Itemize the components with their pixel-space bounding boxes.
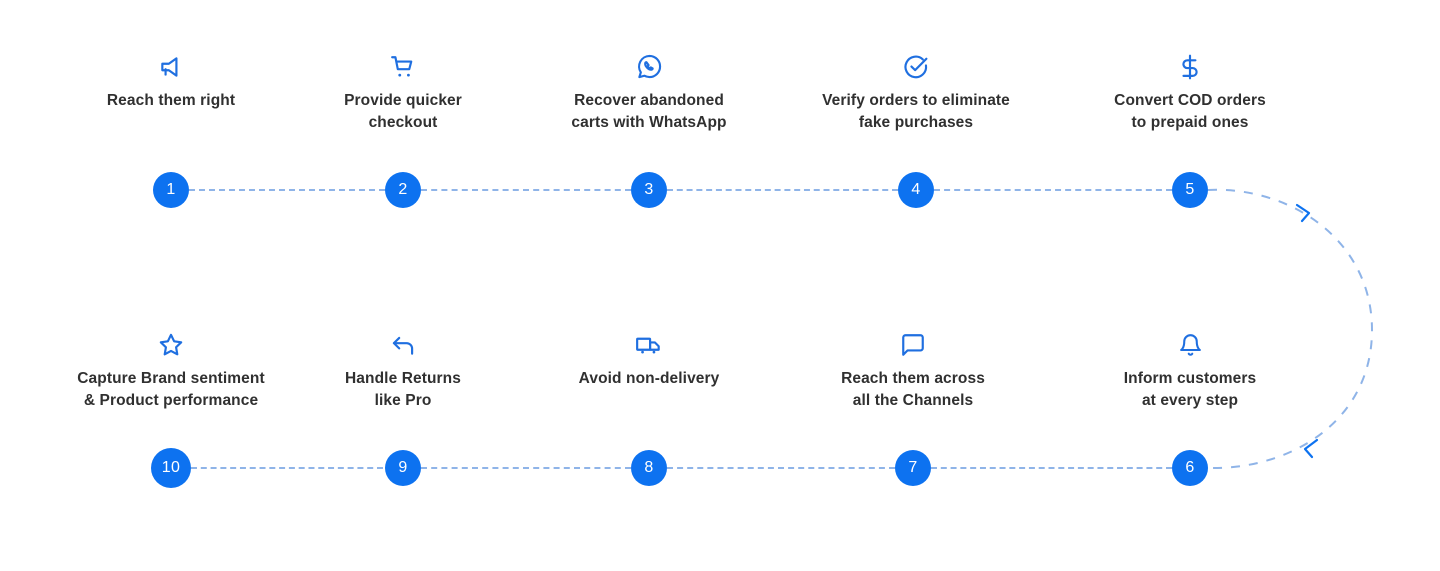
bottom-row: Capture Brand sentiment & Product perfor… [0,328,1440,488]
step-8-label: Avoid non-delivery [578,370,720,387]
step-node-3[interactable]: 3 [631,172,667,208]
connector-8-7 [667,467,895,469]
shopping-cart-icon [253,50,553,84]
whatsapp-icon [499,50,799,84]
connector-1-2 [189,189,385,191]
step-4[interactable]: Verify orders to eliminate fake purchase… [766,50,1066,133]
dollar-sign-icon [1040,50,1340,84]
megaphone-icon [21,50,321,84]
connector-9-8 [421,467,631,469]
step-2-label: Provide quicker checkout [344,92,462,131]
step-1-label: Reach them right [106,92,236,109]
step-node-5[interactable]: 5 [1172,172,1208,208]
step-10[interactable]: Capture Brand sentiment & Product perfor… [21,328,321,411]
return-arrow-icon [253,328,553,362]
step-8[interactable]: Avoid non-delivery [499,328,799,390]
step-node-8[interactable]: 8 [631,450,667,486]
step-7-label: Reach them across all the Channels [841,370,985,409]
step-node-4[interactable]: 4 [898,172,934,208]
step-9[interactable]: Handle Returns like Pro [253,328,553,411]
step-9-label: Handle Returns like Pro [345,370,461,409]
step-3-label: Recover abandoned carts with WhatsApp [571,92,727,131]
step-3[interactable]: Recover abandoned carts with WhatsApp [499,50,799,133]
step-node-2[interactable]: 2 [385,172,421,208]
top-row: Reach them right Provide quicker checkou… [0,50,1440,210]
delivery-truck-icon [499,328,799,362]
step-5[interactable]: Convert COD orders to prepaid ones [1040,50,1340,133]
step-node-9[interactable]: 9 [385,450,421,486]
star-icon [21,328,321,362]
step-5-label: Convert COD orders to prepaid ones [1114,92,1266,131]
step-2[interactable]: Provide quicker checkout [253,50,553,133]
step-10-label: Capture Brand sentiment & Product perfor… [77,370,265,409]
step-node-1[interactable]: 1 [153,172,189,208]
step-6[interactable]: Inform customers at every step [1040,328,1340,411]
step-node-10[interactable]: 10 [151,448,191,488]
connector-4-5 [934,189,1172,191]
step-7[interactable]: Reach them across all the Channels [763,328,1063,411]
step-6-label: Inform customers at every step [1123,370,1257,409]
message-square-icon [763,328,1063,362]
bell-icon [1040,328,1340,362]
check-circle-icon [766,50,1066,84]
step-1[interactable]: Reach them right [21,50,321,112]
step-4-label: Verify orders to eliminate fake purchase… [822,92,1010,131]
connector-2-3 [421,189,631,191]
step-node-7[interactable]: 7 [895,450,931,486]
connector-10-9 [191,467,383,469]
connector-7-6 [931,467,1172,469]
step-node-6[interactable]: 6 [1172,450,1208,486]
connector-3-4 [667,189,898,191]
